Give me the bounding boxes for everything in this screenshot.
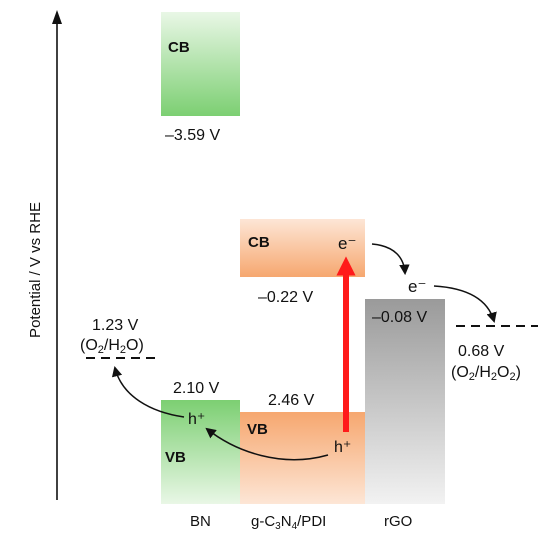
bn-cb-label: CB [168, 39, 190, 56]
rgo-name: rGO [384, 513, 412, 530]
bn-cb-potential: –3.59 V [165, 127, 220, 144]
bn-vb-potential: 2.10 V [173, 380, 220, 397]
gcn-name: g-C3N4/PDI [251, 513, 326, 532]
gcn-vb-label: VB [247, 421, 268, 438]
bn-vb-label: VB [165, 449, 186, 466]
hole-transfer-arrow-gcn-to-bn [205, 427, 329, 461]
rgo-electron: e⁻ [408, 277, 426, 296]
gcn-electron: e⁻ [338, 234, 356, 253]
gcn-cb-potential: –0.22 V [258, 289, 313, 306]
rgo-level-potential: –0.08 V [372, 309, 427, 326]
bn-cb-band [161, 12, 240, 116]
gcn-cb-label: CB [248, 234, 270, 251]
electron-transfer-arrow-rgo-to-o2 [433, 285, 497, 324]
bn-hole: h⁺ [188, 411, 205, 428]
gcn-vb-potential: 2.46 V [268, 392, 315, 409]
bn-vb-band [161, 400, 240, 504]
potential-axis-arrowhead [52, 10, 62, 24]
potential-axis-label: Potential / V vs RHE [27, 202, 44, 338]
rgo-band [365, 299, 445, 504]
electron-transfer-arrow-gcn-to-rgo [371, 243, 410, 276]
bn-name: BN [190, 513, 211, 530]
o2-h2o2-couple: (O2/H2O2) [451, 364, 521, 383]
o2-h2o-potential: 1.23 V [92, 317, 139, 334]
o2-h2o-couple: (O2/H2O) [80, 337, 144, 356]
gcn-hole: h⁺ [334, 439, 351, 456]
hole-transfer-arrow-bn-to-o2 [111, 365, 185, 418]
o2-h2o2-potential: 0.68 V [458, 343, 505, 360]
